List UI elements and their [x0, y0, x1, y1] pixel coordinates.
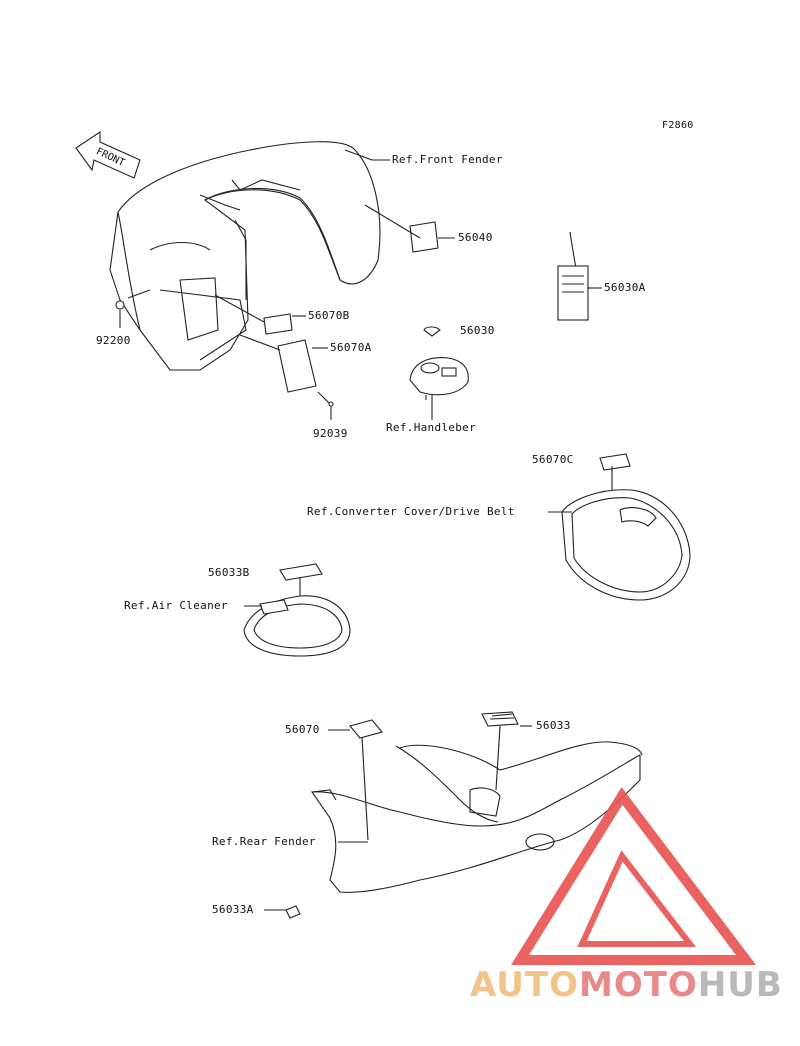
front-fender-drawing — [109, 141, 381, 371]
part-92200-label: 92200 — [96, 334, 131, 347]
part-56070C-label: 56070C — [532, 453, 574, 466]
ref-air-cleaner-label: Ref.Air Cleaner — [124, 599, 228, 612]
decal-56070B — [263, 313, 293, 335]
ref-handlebar-label: Ref.Handleber — [386, 421, 476, 434]
part-56070-label: 56070 — [285, 723, 320, 736]
ref-front-fender-label: Ref.Front Fender — [392, 153, 503, 166]
part-56070A-label: 56070A — [330, 341, 372, 354]
decal-56040 — [409, 221, 439, 253]
watermark-part1: AUTO — [470, 965, 579, 1005]
part-56033-label: 56033 — [536, 719, 571, 732]
part-56033B-label: 56033B — [208, 566, 250, 579]
watermark-part3: HUB — [697, 965, 783, 1005]
part-56040-label: 56040 — [458, 231, 493, 244]
part-56030-label: 56030 — [460, 324, 495, 337]
handlebar-cover — [409, 326, 469, 420]
part-56033A-label: 56033A — [212, 903, 254, 916]
converter-cover-drawing — [548, 453, 691, 601]
part-56030A-label: 56030A — [604, 281, 646, 294]
part-92039-label: 92039 — [313, 427, 348, 440]
ref-rear-fender-label: Ref.Rear Fender — [212, 835, 316, 848]
figure-code: F2860 — [662, 120, 694, 131]
rear-fender-drawing — [264, 711, 643, 919]
watermark-text: AUTOMOTOHUB — [470, 965, 783, 1005]
ref-converter-label: Ref.Converter Cover/Drive Belt — [307, 505, 515, 518]
tag-56030A — [557, 231, 602, 321]
part-56070B-label: 56070B — [308, 309, 350, 322]
air-cleaner-drawing — [243, 563, 351, 657]
front-arrow-icon: FRONT — [75, 130, 141, 179]
watermark-part2: MOTO — [578, 965, 698, 1005]
grommet-92200 — [115, 300, 125, 310]
decal-56070A — [277, 339, 317, 393]
watermark-logo-icon — [511, 787, 757, 965]
